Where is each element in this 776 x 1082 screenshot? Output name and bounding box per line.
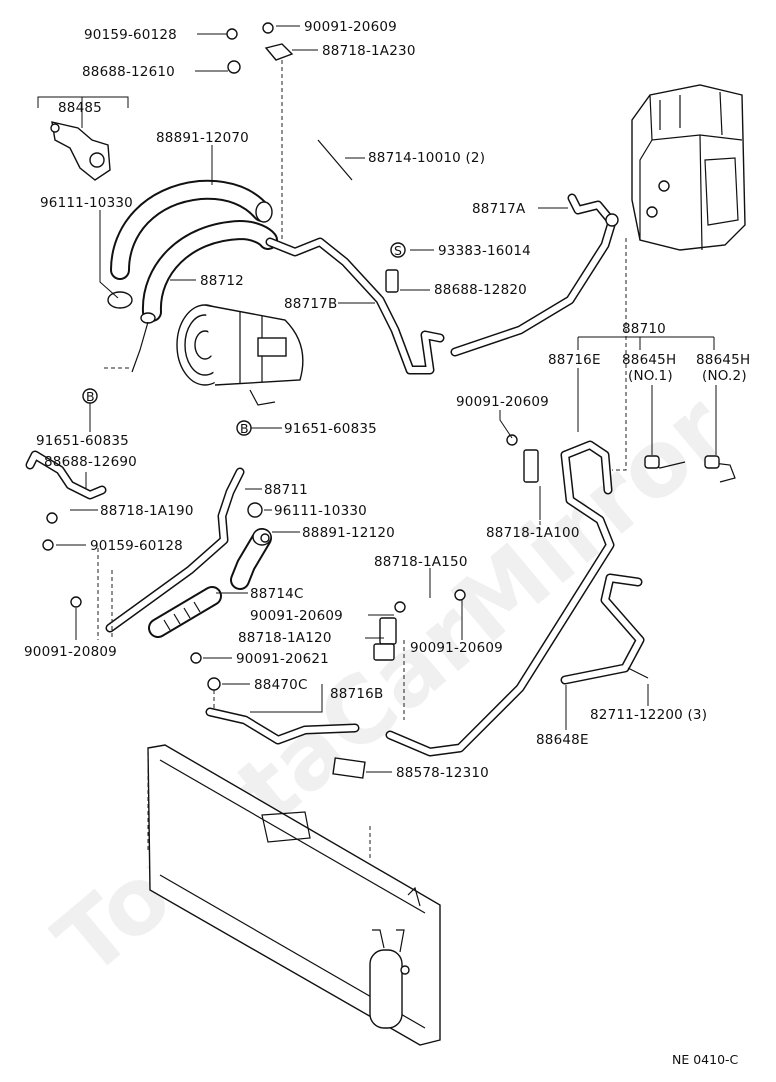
- svg-text:S: S: [394, 243, 402, 258]
- marker-s: S: [390, 242, 406, 258]
- condenser-drawing: [147, 744, 441, 1046]
- label-88485: 88485: [58, 100, 102, 116]
- label-88688-12610: 88688-12610: [82, 64, 175, 80]
- part-labels: 90159-60128 90091-20609 88718-1A230 8868…: [24, 19, 750, 1067]
- label-91651-60835-right: 91651-60835: [284, 421, 377, 437]
- label-88714-10010: 88714-10010 (2): [368, 150, 485, 166]
- pipe-88717B: [265, 237, 445, 375]
- suction-hose-88891-12070: [110, 179, 278, 322]
- label-88718-1A190: 88718-1A190: [100, 503, 194, 519]
- hose-88714C: [148, 586, 222, 638]
- label-88891-12070: 88891-12070: [156, 130, 249, 146]
- label-88718-1A100: 88718-1A100: [486, 525, 580, 541]
- label-88714C: 88714C: [250, 586, 304, 602]
- label-90091-20609-c2: 90091-20609: [410, 640, 503, 656]
- label-88712: 88712: [200, 273, 244, 289]
- hose-fitting-line: [131, 321, 149, 373]
- label-88688-12690: 88688-12690: [44, 454, 137, 470]
- label-90091-20621: 90091-20621: [236, 651, 329, 667]
- hose-clamp-upper: [107, 291, 133, 309]
- leader-lines: [56, 25, 717, 773]
- clip-88718-1A120: [373, 643, 395, 661]
- label-88717B: 88717B: [284, 296, 337, 312]
- label-88718-1A120: 88718-1A120: [238, 630, 332, 646]
- dashed-connectors: [97, 60, 627, 860]
- marker-b-left: B: [82, 388, 98, 404]
- label-96111-10330-mid: 96111-10330: [274, 503, 367, 519]
- bolt-symbols: [42, 22, 649, 691]
- label-88717A: 88717A: [472, 201, 526, 217]
- bracket-88718-1A100: [523, 449, 539, 483]
- pipe-88716E: [385, 440, 615, 757]
- label-90159-60128-mid: 90159-60128: [90, 538, 183, 554]
- svg-text:B: B: [240, 421, 249, 436]
- clip-88688-12820: [385, 269, 399, 293]
- label-88718-1A230: 88718-1A230: [322, 43, 416, 59]
- seal-88578: [332, 757, 366, 779]
- o-ring-strip: [317, 139, 353, 181]
- label-90091-20609-c1: 90091-20609: [250, 608, 343, 624]
- label-88688-12820: 88688-12820: [434, 282, 527, 298]
- hose-clamp-small: [140, 312, 156, 324]
- bracket-88485-drawing: [37, 96, 129, 181]
- label-90091-20609-top: 90091-20609: [304, 19, 397, 35]
- pipe-88717A: [450, 193, 619, 357]
- pressure-switch-1-drawing: [644, 455, 686, 469]
- label-88645H-2: 88645H: [696, 352, 750, 368]
- label-96111-10330-top: 96111-10330: [40, 195, 133, 211]
- label-88645H-2-no: (NO.2): [702, 368, 747, 384]
- label-88718-1A150: 88718-1A150: [374, 554, 468, 570]
- label-90091-20809: 90091-20809: [24, 644, 117, 660]
- label-88645H-1: 88645H: [622, 352, 676, 368]
- label-90159-60128-top: 90159-60128: [84, 27, 177, 43]
- label-88648E: 88648E: [536, 732, 589, 748]
- label-88470C: 88470C: [254, 677, 308, 693]
- label-88716E: 88716E: [548, 352, 601, 368]
- compressor-drawing: [176, 304, 304, 406]
- label-88578-12310: 88578-12310: [396, 765, 489, 781]
- label-88645H-1-no: (NO.1): [628, 368, 673, 384]
- pipe-88688-12690: [25, 450, 107, 500]
- clip-88718-1A150: [379, 617, 397, 645]
- discharge-hose-88891-12120: [230, 528, 272, 590]
- svg-text:B: B: [86, 389, 95, 404]
- pipe-88711: [105, 467, 245, 633]
- evaporator-unit-drawing: [631, 84, 746, 251]
- marker-b-right: B: [236, 420, 252, 436]
- sensor-pipe-88648E: [560, 573, 645, 685]
- label-88716B: 88716B: [330, 686, 383, 702]
- pressure-switch-2-drawing: [704, 455, 736, 483]
- footer-code: NE 0410-C: [672, 1052, 739, 1067]
- label-90091-20609-mid: 90091-20609: [456, 394, 549, 410]
- label-82711-12200: 82711-12200 (3): [590, 707, 707, 723]
- label-88710: 88710: [622, 321, 666, 337]
- label-93383-16014: 93383-16014: [438, 243, 531, 259]
- pipe-88716B: [205, 707, 360, 745]
- label-88711: 88711: [264, 482, 308, 498]
- label-91651-60835-left: 91651-60835: [36, 433, 129, 449]
- label-88891-12120: 88891-12120: [302, 525, 395, 541]
